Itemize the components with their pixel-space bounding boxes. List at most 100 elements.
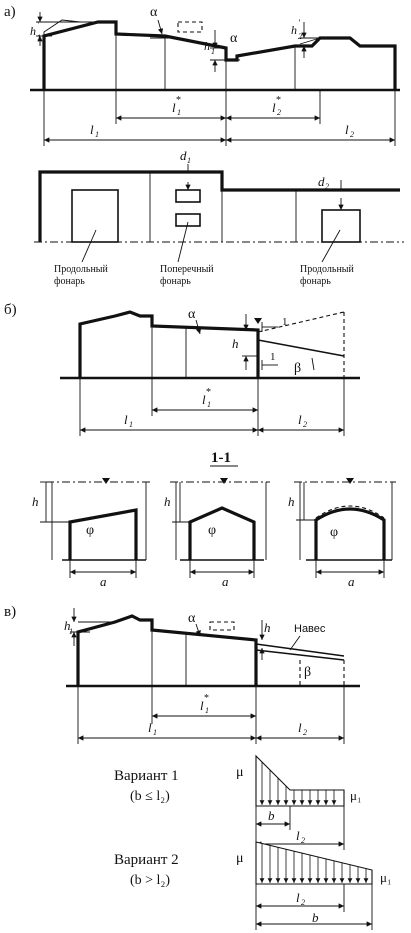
- part-a-cross-skylight-2: [175, 213, 201, 227]
- svg-text:1: 1: [37, 33, 41, 42]
- part-c: в) h 1 α h Навес β: [4, 604, 392, 930]
- part-c-l2: l: [298, 720, 302, 735]
- svg-text:2: 2: [350, 130, 354, 139]
- part-a-h2-label: h: [291, 23, 297, 37]
- svg-text:2: 2: [303, 728, 307, 737]
- part-c-h1: h: [64, 618, 71, 633]
- part-b-l2: l: [298, 412, 302, 427]
- part-b-lower-roof: [257, 339, 345, 357]
- part-a-dashed-skylight: [177, 21, 203, 33]
- part-a-l1-star: l: [172, 100, 176, 115]
- svg-text:фонарь: фонарь: [54, 276, 85, 287]
- variant-1-diagram: μ μ₁ b l 2: [236, 754, 362, 850]
- part-b-building: [78, 310, 260, 378]
- svg-text:*: *: [176, 95, 181, 106]
- variant-2-b: b: [312, 910, 319, 925]
- variant-2-condition: (b > l₂): [130, 873, 170, 888]
- part-b-slope-1-lower: 1: [270, 351, 276, 363]
- part-c-l1-star: l: [200, 698, 204, 713]
- svg-text:1: 1: [95, 130, 99, 139]
- svg-text:2: 2: [277, 108, 281, 117]
- part-c-building: [76, 614, 258, 686]
- section-arch: h φ a: [288, 478, 396, 589]
- part-c-h: h: [264, 620, 271, 635]
- svg-text:2: 2: [325, 182, 329, 191]
- part-a-label: а): [4, 4, 16, 20]
- svg-text:2: 2: [298, 32, 302, 41]
- part-b-beta: β: [294, 361, 301, 376]
- svg-text:*: *: [204, 693, 209, 704]
- part-c-l1: l: [148, 720, 152, 735]
- variant-2-mu1: μ₁: [380, 870, 392, 885]
- svg-text:1: 1: [177, 108, 181, 117]
- part-b-slope-1-upper: 1: [282, 316, 288, 328]
- svg-text:1: 1: [69, 627, 73, 636]
- part-c-beta: β: [304, 665, 311, 680]
- svg-text:*: *: [276, 95, 281, 106]
- variant-2-title: Вариант 2: [114, 852, 179, 868]
- variant-2-diagram: μ μ₁ l 2 b: [236, 841, 392, 930]
- svg-text:1: 1: [205, 706, 209, 715]
- part-a-l1: l: [90, 122, 94, 137]
- section-shed: h φ a: [32, 478, 150, 589]
- part-a-h1-label: h: [30, 24, 36, 38]
- part-c-label: в): [4, 604, 16, 620]
- section-shed-phi: φ: [86, 523, 94, 538]
- part-a-l2-star: l: [272, 100, 276, 115]
- svg-text:2: 2: [303, 420, 307, 429]
- section-shed-h: h: [32, 494, 39, 509]
- part-c-canopy: [255, 643, 345, 657]
- part-a-long-skylight-right: [321, 209, 361, 243]
- part-a-label-longitudinal-left: Продольный: [54, 264, 109, 275]
- part-a: а) h ' 1 α α h 1: [4, 4, 404, 287]
- variant-2-load-arrows: [259, 843, 369, 883]
- part-a-alpha-1: α: [150, 5, 158, 20]
- part-a-d1: d: [180, 148, 187, 163]
- section-arch-phi: φ: [330, 525, 338, 540]
- part-a-label-longitudinal-right: Продольный: [300, 264, 355, 275]
- part-a-plan-outline: [38, 170, 400, 242]
- section-arch-h: h: [288, 494, 295, 509]
- variant-1-l2: l: [296, 828, 300, 843]
- svg-text:1: 1: [211, 47, 215, 56]
- section-gable: h φ a: [164, 478, 270, 589]
- part-b-l1-star: l: [202, 392, 206, 407]
- svg-text:1: 1: [153, 728, 157, 737]
- part-b-section-title: 1-1: [211, 450, 231, 466]
- part-c-alpha: α: [188, 611, 196, 626]
- svg-text:': ': [298, 18, 301, 28]
- part-b-h: h: [232, 336, 239, 351]
- section-gable-h: h: [164, 494, 171, 509]
- svg-text:2: 2: [301, 836, 305, 845]
- part-b: б) α h 1 1 β l 1: [4, 302, 396, 589]
- svg-text:фонарь: фонарь: [160, 276, 191, 287]
- section-gable-a: a: [222, 574, 229, 589]
- svg-text:1: 1: [187, 156, 191, 165]
- part-a-cross-skylight-1: [175, 189, 201, 203]
- variant-1-mu: μ: [236, 765, 244, 780]
- variant-1-load-arrows: [259, 762, 337, 805]
- part-b-label: б): [4, 302, 17, 318]
- svg-text:1: 1: [207, 400, 211, 409]
- part-a-h-mid-label: h: [204, 39, 210, 53]
- variant-1-mu1: μ₁: [350, 788, 362, 803]
- variant-2-mu: μ: [236, 851, 244, 866]
- part-a-l2: l: [345, 122, 349, 137]
- variant-1-title: Вариант 1: [114, 768, 179, 784]
- section-arch-a: a: [348, 574, 355, 589]
- svg-text:': ': [37, 20, 40, 30]
- variant-1-condition: (b ≤ l₂): [130, 789, 170, 804]
- part-a-alpha-2: α: [230, 31, 238, 46]
- svg-text:фонарь: фонарь: [300, 276, 331, 287]
- svg-text:*: *: [206, 387, 211, 398]
- part-b-alpha: α: [188, 307, 196, 322]
- variant-1-b: b: [268, 808, 275, 823]
- part-a-d2: d: [318, 174, 325, 189]
- part-a-long-skylight-left: [71, 189, 119, 243]
- svg-text:2: 2: [301, 898, 305, 907]
- part-c-canopy-label: Навес: [294, 623, 326, 635]
- section-shed-a: a: [100, 574, 107, 589]
- part-a-building: [42, 20, 397, 90]
- variant-2-l2: l: [296, 890, 300, 905]
